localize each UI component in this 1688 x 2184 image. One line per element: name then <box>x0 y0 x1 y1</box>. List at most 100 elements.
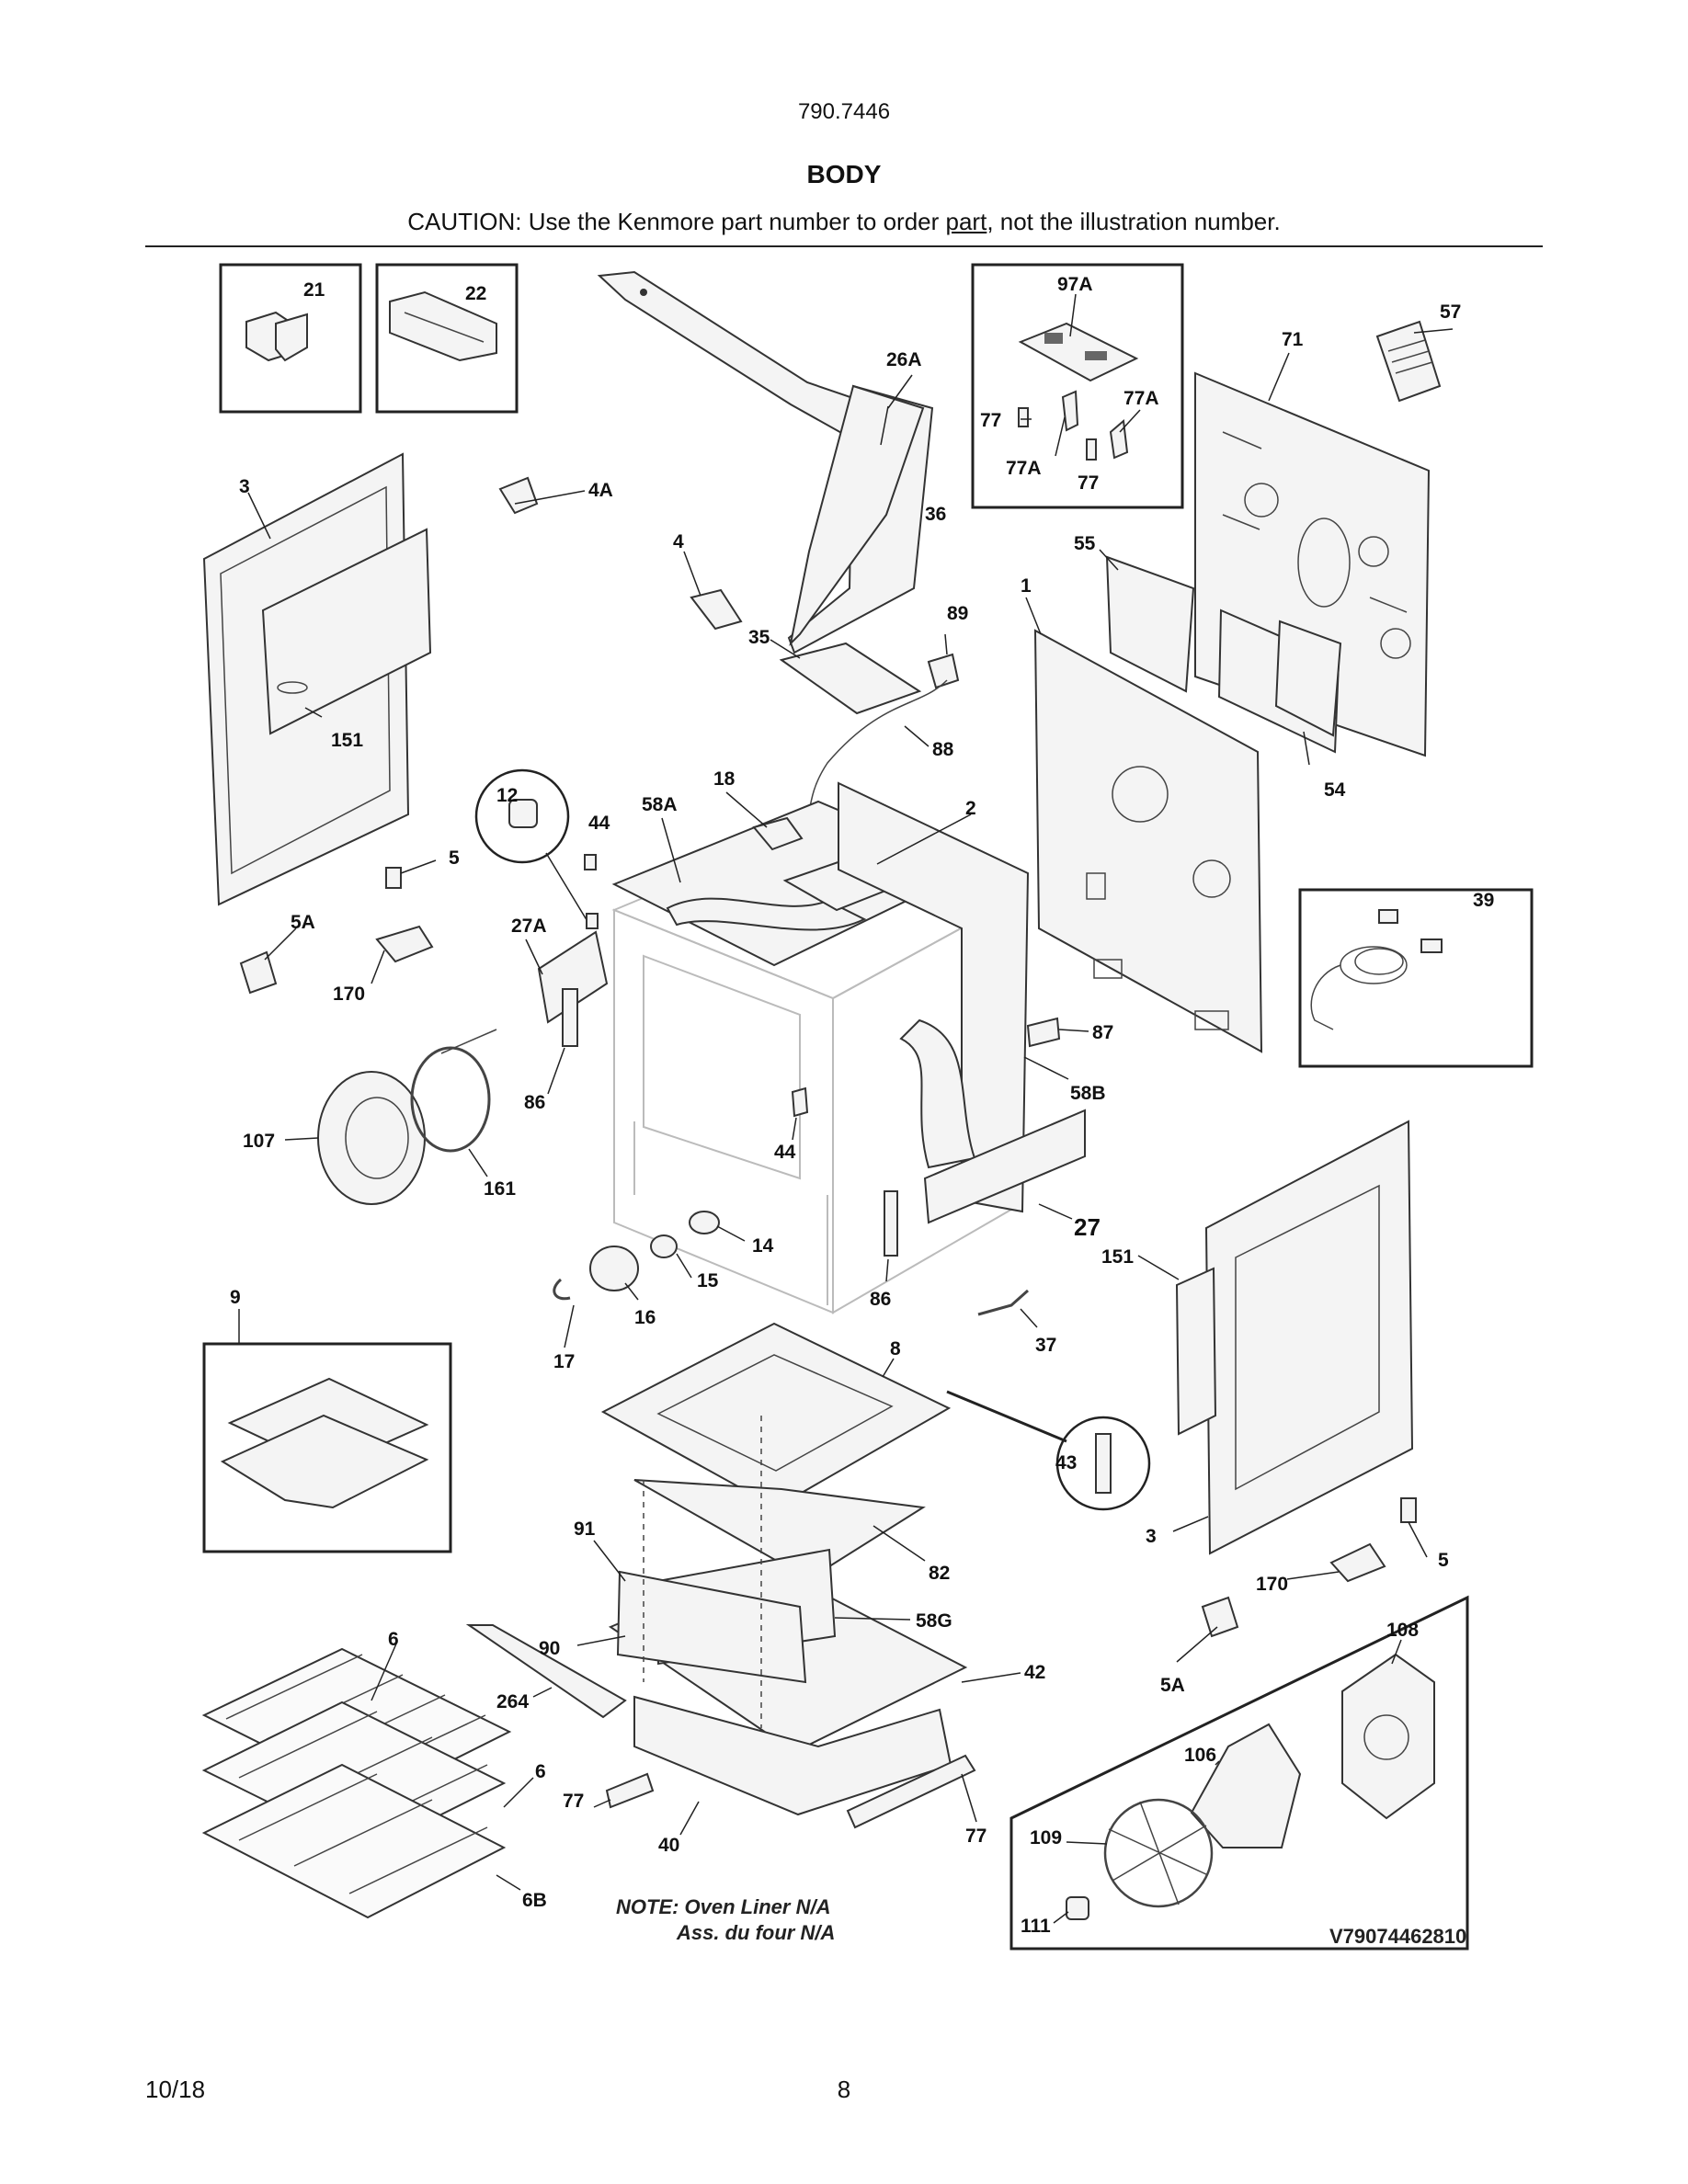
callout-58G: 58G <box>916 1610 952 1632</box>
caution-part-word: part <box>945 208 987 235</box>
callout-55: 55 <box>1074 533 1096 554</box>
callout-107: 107 <box>243 1131 275 1152</box>
callout-27: 27 <box>1074 1213 1101 1241</box>
part-77-slide-left-bottom <box>605 1772 655 1809</box>
callout-5A-right: 5A <box>1160 1675 1185 1696</box>
part-27-rail <box>923 1109 1086 1224</box>
callout-77-inset-a: 77 <box>980 410 1001 431</box>
part-3-side-panel-right <box>1204 1120 1414 1555</box>
note-oven-liner-fr: Ass. du four N/A <box>676 1921 835 1944</box>
callout-3-left: 3 <box>239 476 250 497</box>
caution-text: CAUTION: Use the Kenmore part number to … <box>0 208 1688 236</box>
callout-37: 37 <box>1035 1335 1056 1356</box>
part-44-clip-b <box>586 913 599 929</box>
part-108-fan-motor <box>1341 1653 1435 1820</box>
part-107-fan-cover <box>317 1071 426 1205</box>
part-170-bracket-right <box>1329 1542 1386 1583</box>
callout-151-left: 151 <box>331 730 363 751</box>
part-161-convection-element <box>410 1029 497 1153</box>
callout-39: 39 <box>1473 890 1494 911</box>
callout-4: 4 <box>673 531 684 552</box>
callout-15: 15 <box>697 1270 719 1291</box>
part-55-panel <box>1105 555 1195 693</box>
callout-6-middle: 6 <box>535 1761 546 1782</box>
part-39-power-cord <box>1310 909 1443 1030</box>
callout-97A: 97A <box>1057 274 1093 295</box>
callout-labels: 21 22 26A 97A 57 71 77 77A 77A 77 3 4A 3… <box>230 274 1494 1937</box>
callout-77-inset-b: 77 <box>1078 472 1099 494</box>
callout-77-left-bottom: 77 <box>563 1791 584 1812</box>
callout-17: 17 <box>553 1351 575 1372</box>
part-97A-control-board <box>1018 322 1139 461</box>
note-oven-liner-en: NOTE: Oven Liner N/A <box>616 1895 830 1918</box>
caution-prefix: CAUTION: Use the Kenmore part number to … <box>407 208 946 235</box>
callout-264: 264 <box>496 1691 529 1712</box>
callout-35: 35 <box>748 627 770 648</box>
callout-2: 2 <box>965 798 976 819</box>
page-title: BODY <box>806 160 882 188</box>
callout-161: 161 <box>484 1178 516 1200</box>
callout-5A-left: 5A <box>291 912 315 933</box>
callout-27A: 27A <box>511 916 547 937</box>
part-4-clip <box>690 588 743 631</box>
callout-16: 16 <box>634 1307 656 1328</box>
part-1-back-frame <box>1033 629 1263 1053</box>
callout-1: 1 <box>1021 575 1032 597</box>
inset-box-convection-fan <box>1009 1595 1469 1951</box>
inset-box-22 <box>375 263 519 414</box>
part-12-circle-callout <box>474 768 589 924</box>
callout-4A: 4A <box>588 480 613 501</box>
callout-43: 43 <box>1055 1452 1077 1473</box>
callout-6B: 6B <box>522 1890 547 1911</box>
part-21-bracket <box>245 311 308 362</box>
callout-170-left: 170 <box>333 984 365 1005</box>
callout-109: 109 <box>1030 1827 1062 1848</box>
callout-86-right: 86 <box>870 1289 891 1310</box>
callout-111: 111 <box>1021 1916 1051 1937</box>
callout-8: 8 <box>890 1338 901 1359</box>
part-43-screw-callout <box>946 1390 1151 1511</box>
callout-44-center: 44 <box>774 1142 796 1163</box>
part-44-clip-top <box>584 854 597 870</box>
callout-18: 18 <box>713 768 736 790</box>
callout-151-right: 151 <box>1101 1246 1134 1268</box>
footer-page-number: 8 <box>837 2076 851 2103</box>
callout-77A-inset-a: 77A <box>1123 388 1159 409</box>
callout-170-right: 170 <box>1256 1574 1288 1595</box>
part-22-bracket <box>389 290 497 362</box>
callout-106: 106 <box>1184 1745 1216 1766</box>
callout-9: 9 <box>230 1287 241 1308</box>
callout-5-left: 5 <box>449 847 460 869</box>
inset-box-39 <box>1298 888 1534 1068</box>
part-106-fan-bracket <box>1190 1723 1302 1848</box>
part-8-oven-bottom <box>600 1322 952 1509</box>
callout-88: 88 <box>932 739 954 760</box>
part-111-nut <box>1066 1896 1089 1920</box>
diagram-code: V79074462810 <box>1329 1925 1466 1948</box>
callout-89: 89 <box>947 603 968 624</box>
inset-box-97A <box>971 263 1184 509</box>
part-6B-rack-bottom <box>201 1763 507 1919</box>
part-35-plate <box>779 642 922 715</box>
callout-58A: 58A <box>642 794 678 815</box>
callout-42: 42 <box>1024 1662 1045 1683</box>
callout-71: 71 <box>1282 329 1304 350</box>
callout-14: 14 <box>752 1235 774 1257</box>
callout-90: 90 <box>539 1638 560 1659</box>
callout-77-right-bottom: 77 <box>965 1826 987 1847</box>
part-44-clip-center <box>791 1086 809 1118</box>
part-151-heat-shield-right <box>1175 1267 1217 1436</box>
inset-box-9 <box>202 1342 452 1553</box>
part-264-rail <box>465 1624 627 1719</box>
part-57-cover <box>1375 320 1442 403</box>
callout-57: 57 <box>1440 301 1461 323</box>
part-109-fan-blade <box>1103 1798 1214 1908</box>
part-4A-clip <box>498 476 539 515</box>
footer-date: 10/18 <box>145 2076 206 2103</box>
callout-40: 40 <box>658 1835 679 1856</box>
part-5-leg-left <box>385 867 402 889</box>
part-36-duct <box>787 384 934 654</box>
callout-36: 36 <box>925 504 946 525</box>
callout-5-right: 5 <box>1438 1550 1449 1571</box>
